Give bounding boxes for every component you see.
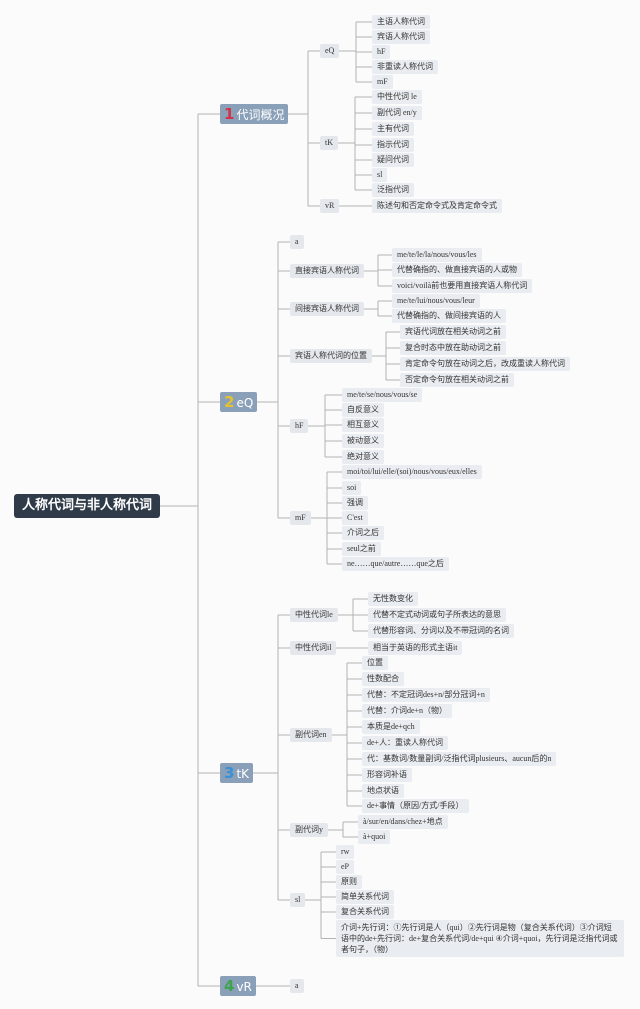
leaf-item[interactable]: 代替不定式动词或句子所表达的意思 bbox=[368, 608, 506, 622]
leaf-item[interactable]: rw bbox=[336, 845, 355, 859]
leaf-item[interactable]: 简单关系代词 bbox=[336, 890, 394, 904]
subtopic[interactable]: a bbox=[290, 979, 304, 993]
leaf-item[interactable]: 主有代词 bbox=[372, 122, 414, 136]
leaf-item[interactable]: 代替确指的、做直接宾语的人或物 bbox=[392, 263, 522, 277]
leaf-item[interactable]: hF bbox=[372, 45, 391, 59]
leaf-item[interactable]: me/te/le/la/nous/vous/les bbox=[392, 248, 482, 262]
leaf-item[interactable]: voici/voilà前也要用直接宾语人称代词 bbox=[392, 279, 533, 293]
leaf-item[interactable]: 介词+先行词：①先行词是人（qui）②先行词是物（复合关系代词）③介词短语中的d… bbox=[336, 920, 624, 957]
leaf-item[interactable]: 宾语代词放在相关动词之前 bbox=[400, 325, 506, 339]
subtopic[interactable]: 副代词y bbox=[290, 823, 328, 837]
leaf-item[interactable]: seul之前 bbox=[342, 542, 381, 556]
leaf-item[interactable]: 自反意义 bbox=[342, 403, 384, 417]
leaf-item[interactable]: 非重读人称代词 bbox=[372, 60, 438, 74]
leaf-item[interactable]: à/sur/en/dans/chez+地点 bbox=[358, 815, 448, 829]
section-label: tK bbox=[236, 767, 250, 781]
subtopic[interactable]: vR bbox=[320, 199, 340, 213]
section-number: 1 bbox=[224, 105, 235, 123]
leaf-item[interactable]: 陈述句和否定命令式及肯定命令式 bbox=[372, 199, 502, 213]
leaf-item[interactable]: de+人：重读人称代词 bbox=[362, 736, 449, 750]
leaf-item[interactable]: sl bbox=[372, 168, 388, 182]
leaf-item[interactable]: me/te/lui/nous/vous/leur bbox=[392, 294, 480, 308]
leaf-item[interactable]: 代替形容词、分词以及不带冠词的名词 bbox=[368, 624, 514, 638]
leaf-item[interactable]: 疑问代词 bbox=[372, 153, 414, 167]
section-number: 4 bbox=[224, 977, 235, 995]
leaf-item[interactable]: 介词之后 bbox=[342, 526, 384, 540]
leaf-item[interactable]: 复合时态中放在助动词之前 bbox=[400, 341, 506, 355]
subtopic[interactable]: tK bbox=[320, 136, 338, 150]
leaf-item[interactable]: 否定命令句放在相关动词之前 bbox=[400, 373, 514, 387]
leaf-item[interactable]: 肯定命令句放在动词之后，改成重读人称代词 bbox=[400, 357, 570, 371]
section-number: 3 bbox=[224, 764, 235, 782]
leaf-item[interactable]: 泛指代词 bbox=[372, 183, 414, 197]
section-label: vR bbox=[236, 980, 252, 994]
section-label: eQ bbox=[236, 396, 254, 410]
leaf-item[interactable]: 绝对意义 bbox=[342, 450, 384, 464]
subtopic[interactable]: eQ bbox=[320, 44, 340, 58]
leaf-item[interactable]: 副代词 en/y bbox=[372, 106, 422, 120]
leaf-item[interactable]: 被动意义 bbox=[342, 434, 384, 448]
leaf-item[interactable]: 中性代词 le bbox=[372, 90, 422, 104]
leaf-item[interactable]: 宾语人称代词 bbox=[372, 30, 430, 44]
leaf-item[interactable]: ne……que/autre……que之后 bbox=[342, 557, 449, 571]
subtopic[interactable]: 宾语人称代词的位置 bbox=[290, 349, 372, 363]
subtopic[interactable]: a bbox=[290, 235, 304, 249]
leaf-item[interactable]: 代替：不定冠词des+n/部分冠词+n bbox=[362, 688, 490, 702]
leaf-item[interactable]: 强调 bbox=[342, 496, 368, 510]
leaf-item[interactable]: 原则 bbox=[336, 875, 362, 889]
leaf-item[interactable]: de+事情（原因/方式/手段） bbox=[362, 799, 469, 813]
leaf-item[interactable]: moi/toi/lui/elle/(soi)/nous/vous/eux/ell… bbox=[342, 465, 482, 479]
leaf-item[interactable]: à+quoi bbox=[358, 830, 391, 844]
leaf-item[interactable]: 地点状语 bbox=[362, 784, 404, 798]
section-label: 代词概况 bbox=[236, 108, 285, 122]
leaf-item[interactable]: mF bbox=[372, 75, 393, 89]
leaf-item[interactable]: soi bbox=[342, 481, 362, 495]
subtopic[interactable]: 直接宾语人称代词 bbox=[290, 264, 364, 278]
leaf-item[interactable]: 性数配合 bbox=[362, 672, 404, 686]
leaf-item[interactable]: 主语人称代词 bbox=[372, 15, 430, 29]
root-topic[interactable]: 人称代词与非人称代词 bbox=[14, 494, 161, 518]
leaf-item[interactable]: eP bbox=[336, 860, 354, 874]
subtopic[interactable]: 中性代词il bbox=[290, 641, 337, 655]
leaf-item[interactable]: 相当于英语的形式主语it bbox=[368, 641, 463, 655]
leaf-item[interactable]: 代替确指的、做间接宾语的人 bbox=[392, 309, 506, 323]
subtopic[interactable]: 中性代词le bbox=[290, 608, 338, 622]
leaf-item[interactable]: 相互意义 bbox=[342, 418, 384, 432]
leaf-item[interactable]: 无性数变化 bbox=[368, 592, 418, 606]
leaf-item[interactable]: 指示代词 bbox=[372, 138, 414, 152]
leaf-item[interactable]: 代替：介词de+n（物） bbox=[362, 704, 453, 718]
subtopic[interactable]: sl bbox=[290, 893, 306, 907]
subtopic[interactable]: 间接宾语人称代词 bbox=[290, 302, 364, 316]
subtopic[interactable]: 副代词en bbox=[290, 728, 332, 742]
leaf-item[interactable]: 本质是de+qch bbox=[362, 720, 420, 734]
leaf-item[interactable]: C'est bbox=[342, 511, 368, 525]
leaf-item[interactable]: 形容词补语 bbox=[362, 768, 412, 782]
leaf-item[interactable]: 复合关系代词 bbox=[336, 905, 394, 919]
leaf-item[interactable]: me/te/se/nous/vous/se bbox=[342, 388, 423, 402]
leaf-item[interactable]: 位置 bbox=[362, 656, 388, 670]
leaf-item[interactable]: 代：基数词/数量副词/泛指代词plusieurs、aucun后的n bbox=[362, 752, 557, 766]
section-number: 2 bbox=[224, 393, 235, 411]
subtopic[interactable]: hF bbox=[290, 419, 309, 433]
subtopic[interactable]: mF bbox=[290, 511, 311, 525]
